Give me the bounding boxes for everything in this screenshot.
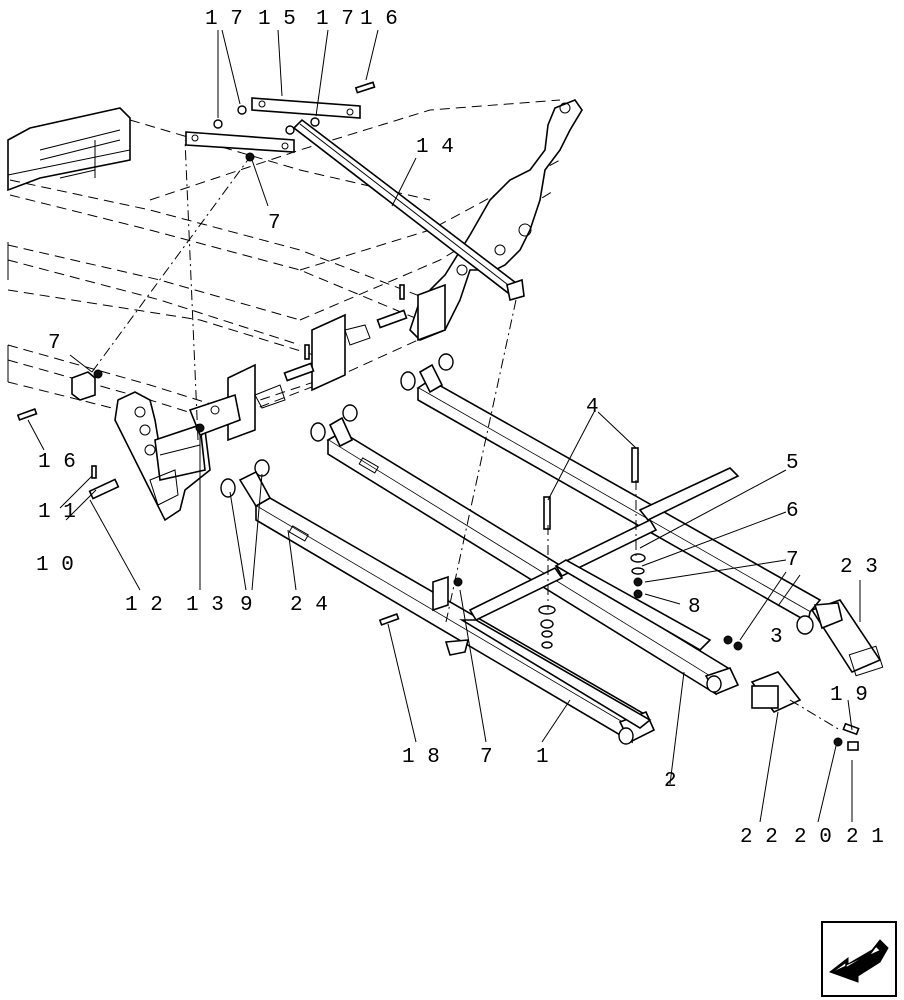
- label-7-c: 7: [786, 549, 799, 572]
- label-4: 4: [586, 396, 599, 419]
- label-22: 2 2: [740, 826, 778, 849]
- top-plates: [185, 81, 376, 162]
- label-8: 8: [688, 596, 701, 619]
- label-12: 1 2: [125, 594, 163, 617]
- label-23: 2 3: [840, 556, 878, 579]
- label-10: 1 0: [36, 554, 74, 577]
- center-lines: [91, 139, 841, 731]
- label-14: 1 4: [416, 136, 454, 159]
- label-3: 3: [770, 626, 783, 649]
- main-frame-outline: [7, 99, 583, 522]
- label-17-b: 1 7: [316, 8, 354, 31]
- label-13: 1 3: [186, 594, 224, 617]
- label-24: 2 4: [290, 594, 328, 617]
- label-19: 1 9: [830, 684, 868, 707]
- label-5: 5: [786, 452, 799, 475]
- label-6: 6: [786, 500, 799, 523]
- label-11: 1 1: [38, 501, 76, 524]
- leader-lines: [27, 29, 861, 823]
- label-2: 2: [664, 770, 677, 793]
- label-9: 9: [240, 594, 253, 617]
- label-7-a: 7: [268, 212, 281, 235]
- label-20: 2 0: [794, 826, 832, 849]
- label-17-a: 1 7: [205, 8, 243, 31]
- label-21: 2 1: [846, 826, 884, 849]
- label-18: 1 8: [402, 746, 440, 769]
- label-16-a: 1 6: [360, 8, 398, 31]
- label-7-d: 7: [480, 746, 493, 769]
- label-15: 1 5: [258, 8, 296, 31]
- label-7-b: 7: [48, 332, 61, 355]
- label-1: 1: [536, 746, 549, 769]
- label-16-b: 1 6: [38, 451, 76, 474]
- toolbar-frames: [16, 353, 884, 751]
- callout-labels: 1 7 1 5 1 7 1 6 1 4 7 7 1 6 1 1 1 0 1 2 …: [36, 8, 884, 849]
- stay-bar: [292, 118, 525, 302]
- arrow-return-icon[interactable]: [821, 921, 897, 997]
